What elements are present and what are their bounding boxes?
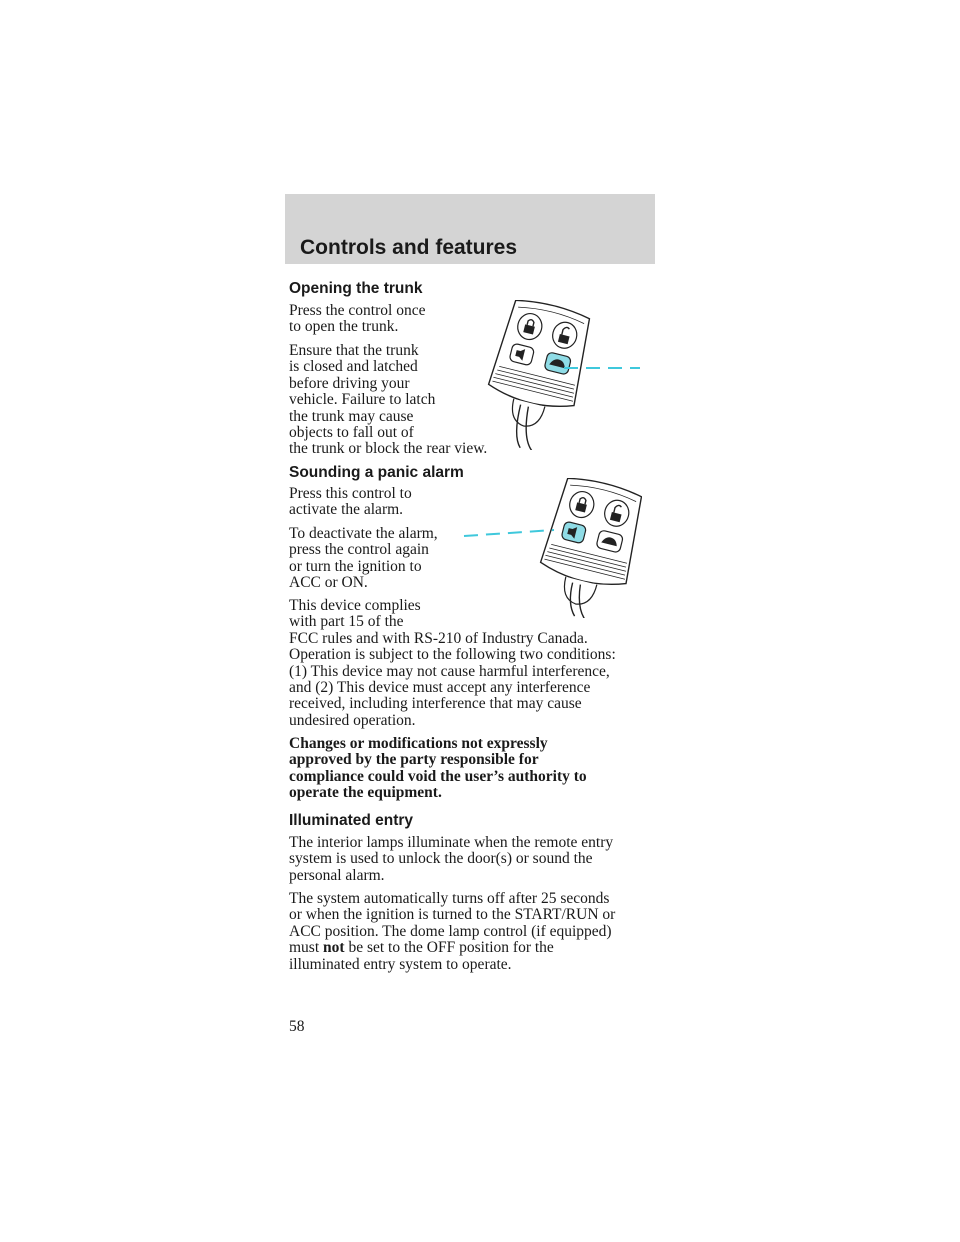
panic-button-icon bbox=[561, 521, 587, 544]
text-line: or when the ignition is turned to the ST… bbox=[289, 906, 616, 924]
text-line: objects to fall out of bbox=[289, 424, 414, 442]
heading-panic-alarm: Sounding a panic alarm bbox=[289, 464, 464, 481]
text-line: received, including interference that ma… bbox=[289, 695, 582, 713]
text-line: press the control again bbox=[289, 541, 429, 559]
text-line: personal alarm. bbox=[289, 866, 385, 884]
trunk-paragraph-1: Press the control once to open the trunk… bbox=[289, 302, 426, 336]
text-line: compliance could void the user’s authori… bbox=[289, 767, 587, 785]
text-line: Changes or modifications not expressly bbox=[289, 735, 548, 752]
text-line: Ensure that the trunk bbox=[289, 342, 419, 359]
text-line: undesired operation. bbox=[289, 711, 416, 729]
text-line: To deactivate the alarm, bbox=[289, 525, 438, 542]
emphasis-not: not bbox=[323, 939, 345, 957]
text-line: ACC or ON. bbox=[289, 574, 368, 592]
text-line: system is used to unlock the door(s) or … bbox=[289, 850, 593, 868]
text-line: The interior lamps illuminate when the r… bbox=[289, 834, 614, 851]
text-line: approved by the party responsible for bbox=[289, 751, 539, 769]
page-header-title: Controls and features bbox=[300, 236, 518, 259]
text-line: and (2) This device must accept any inte… bbox=[289, 679, 591, 697]
text-line: illuminated entry system to operate. bbox=[289, 955, 512, 973]
text-rest: be set to the OFF position for the bbox=[348, 939, 554, 957]
key-fob-trunk-illustration bbox=[487, 300, 640, 450]
text-line: to open the trunk. bbox=[289, 318, 399, 336]
illuminated-paragraph-1: The interior lamps illuminate when the r… bbox=[289, 834, 614, 884]
fcc-compliance-paragraph: This device complies with part 15 of the… bbox=[289, 597, 616, 729]
text-line: This device complies bbox=[289, 597, 421, 614]
text-line: Press the control once bbox=[289, 302, 426, 319]
text-line: Operation is subject to the following tw… bbox=[289, 646, 616, 664]
text-line: FCC rules and with RS-210 of Industry Ca… bbox=[289, 629, 588, 647]
heading-illuminated-entry: Illuminated entry bbox=[289, 812, 414, 829]
text-line: the trunk or block the rear view. bbox=[289, 440, 488, 458]
panic-paragraph-2: To deactivate the alarm, press the contr… bbox=[289, 525, 438, 592]
illuminated-paragraph-2: The system automatically turns off after… bbox=[289, 890, 616, 973]
modification-warning: Changes or modifications not expressly a… bbox=[289, 735, 587, 802]
text-line: Press this control to bbox=[289, 485, 412, 502]
panic-paragraph-1: Press this control to activate the alarm… bbox=[289, 485, 412, 519]
text-must: must bbox=[289, 939, 320, 957]
lock-button-icon bbox=[569, 490, 595, 519]
text-line: operate the equipment. bbox=[289, 784, 442, 802]
text-line: ACC position. The dome lamp control (if … bbox=[289, 922, 612, 940]
text-line: the trunk may cause bbox=[289, 407, 414, 425]
text-line: vehicle. Failure to latch bbox=[289, 391, 436, 409]
text-line: or turn the ignition to bbox=[289, 557, 422, 575]
text-line: activate the alarm. bbox=[289, 501, 404, 519]
heading-opening-trunk: Opening the trunk bbox=[289, 280, 423, 297]
key-fob-panic-illustration bbox=[463, 478, 642, 618]
text-line: The system automatically turns off after… bbox=[289, 890, 610, 907]
unlock-button-icon bbox=[604, 499, 630, 527]
panic-button-icon bbox=[509, 343, 535, 366]
text-line: with part 15 of the bbox=[289, 613, 404, 631]
lock-button-icon bbox=[517, 312, 543, 341]
text-line: is closed and latched bbox=[289, 358, 418, 376]
trunk-button-icon bbox=[596, 530, 624, 553]
text-line: before driving your bbox=[289, 374, 410, 392]
unlock-button-icon bbox=[552, 321, 578, 349]
text-line: (1) This device may not cause harmful in… bbox=[289, 662, 610, 680]
callout-line bbox=[463, 529, 555, 537]
trunk-paragraph-2: Ensure that the trunk is closed and latc… bbox=[289, 342, 488, 458]
page-number: 58 bbox=[289, 1018, 305, 1035]
header-band bbox=[285, 194, 655, 264]
text-line: must not be set to the OFF position for … bbox=[289, 940, 615, 956]
